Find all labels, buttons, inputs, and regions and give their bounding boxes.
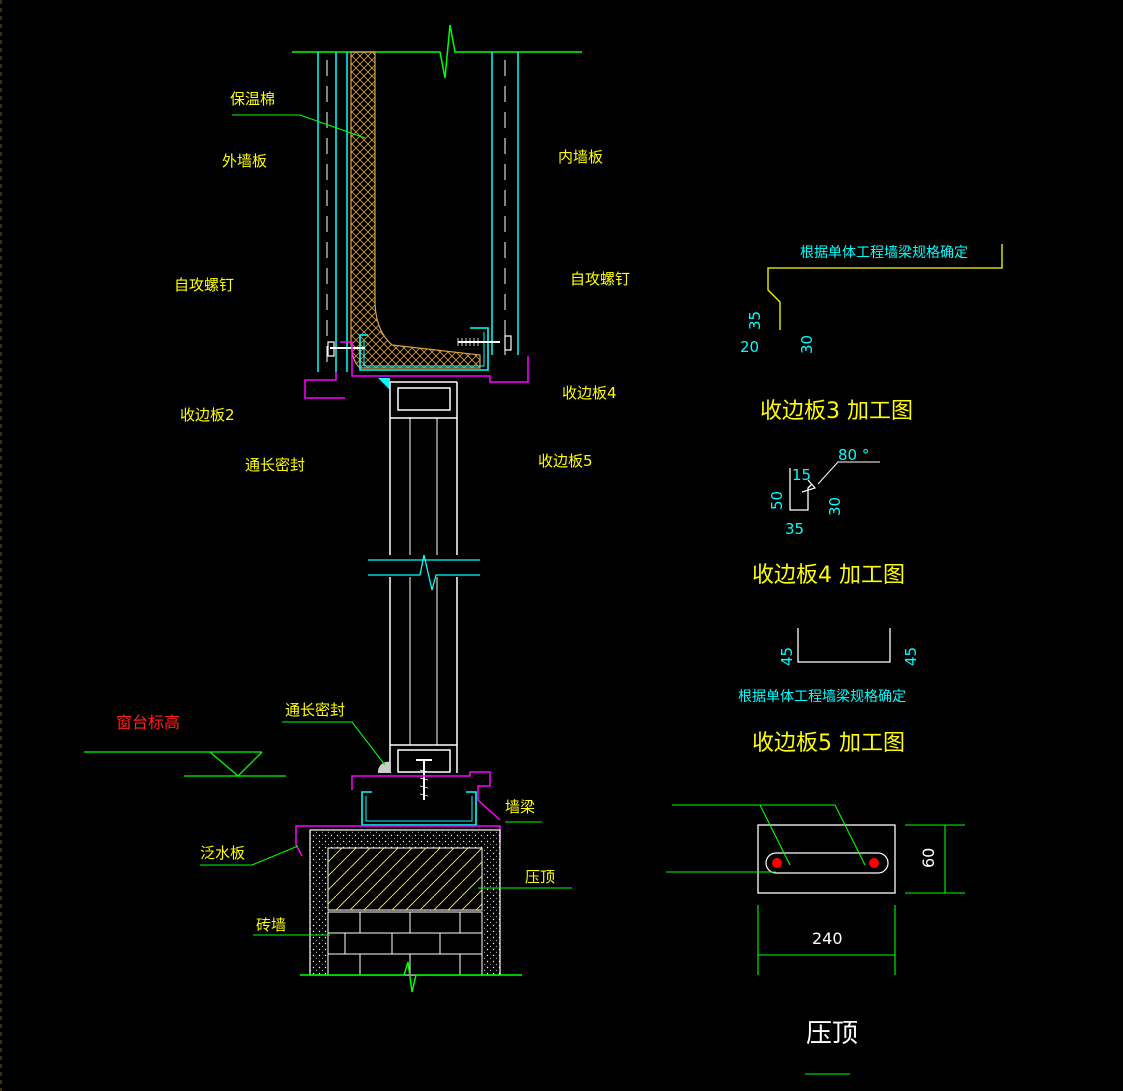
detail-trim3: 根据单体工程墙梁规格确定 35 20 30 收边板3 加工图 bbox=[740, 244, 1003, 424]
coping-title: 压顶 bbox=[806, 1019, 858, 1049]
trim4-title: 收边板4 加工图 bbox=[752, 563, 905, 588]
label-trim5: 收边板5 bbox=[538, 452, 593, 470]
trim3-dim-20: 20 bbox=[740, 338, 759, 356]
sill-screw bbox=[416, 759, 432, 800]
label-screw-right: 自攻螺钉 bbox=[570, 270, 630, 288]
label-trim2: 收边板2 bbox=[180, 406, 235, 424]
inner-wall-panel bbox=[491, 52, 519, 355]
self-tapping-screw-left bbox=[327, 341, 365, 357]
trim5-dim-right: 45 bbox=[902, 647, 920, 666]
label-brick-wall: 砖墙 bbox=[256, 916, 286, 934]
brick-wall bbox=[309, 829, 501, 976]
label-outer-panel: 外墙板 bbox=[222, 152, 267, 170]
label-insulation: 保温棉 bbox=[230, 90, 275, 108]
coping-dim-60: 60 bbox=[919, 848, 938, 868]
detail-trim5: 45 45 根据单体工程墙梁规格确定 收边板5 加工图 bbox=[738, 628, 920, 756]
label-seal-top: 通长密封 bbox=[245, 456, 305, 474]
detail-coping: 60 240 压顶 bbox=[666, 804, 965, 1075]
trim5-dim-left: 45 bbox=[778, 647, 796, 666]
label-inner-panel: 内墙板 bbox=[558, 148, 603, 166]
leader-lines bbox=[200, 114, 572, 936]
label-trim4: 收边板4 bbox=[562, 384, 617, 402]
trim4-dim-50: 50 bbox=[768, 491, 786, 510]
break-line-top bbox=[292, 24, 582, 79]
outer-wall-panel bbox=[317, 52, 348, 372]
trim4-dim-30: 30 bbox=[826, 497, 844, 516]
label-flashing: 泛水板 bbox=[200, 844, 245, 862]
trim-2 bbox=[304, 372, 345, 399]
seal-bottom bbox=[377, 761, 390, 773]
break-line-bottom bbox=[300, 961, 522, 993]
label-sill-elevation: 窗台标高 bbox=[116, 713, 180, 732]
trim4-dim-35: 35 bbox=[785, 520, 804, 538]
seal-top bbox=[378, 378, 390, 390]
wall-section: 保温棉 外墙板 内墙板 自攻螺钉 自攻螺钉 收边板2 收边板4 通长密封 收边板… bbox=[84, 24, 630, 993]
trim3-note: 根据单体工程墙梁规格确定 bbox=[800, 245, 968, 261]
self-tapping-screw-right bbox=[457, 335, 512, 351]
coping-bolt-left bbox=[772, 858, 782, 868]
trim-5 bbox=[351, 771, 501, 821]
coping-concrete bbox=[328, 848, 482, 910]
label-wall-beam: 墙梁 bbox=[505, 798, 535, 816]
trim3-dim-30: 30 bbox=[798, 335, 816, 354]
top-wall-beam bbox=[359, 327, 489, 371]
detail-trim4: 80 ° 15 50 30 35 收边板4 加工图 bbox=[752, 446, 905, 588]
label-screw-left: 自攻螺钉 bbox=[174, 276, 234, 294]
trim4-dim-15: 15 bbox=[792, 466, 811, 484]
label-seal-bottom: 通长密封 bbox=[285, 701, 345, 719]
window-frame bbox=[368, 381, 480, 773]
trim3-title: 收边板3 加工图 bbox=[760, 399, 913, 424]
insulation-wool bbox=[350, 51, 481, 369]
trim-4 bbox=[340, 341, 529, 383]
trim3-dim-35: 35 bbox=[746, 311, 764, 330]
label-coping: 压顶 bbox=[525, 868, 555, 886]
sill-wall-beam bbox=[361, 791, 477, 826]
sill-elevation-marker bbox=[84, 751, 286, 777]
trim5-note: 根据单体工程墙梁规格确定 bbox=[738, 689, 906, 705]
coping-dim-240: 240 bbox=[812, 929, 843, 948]
trim5-title: 收边板5 加工图 bbox=[752, 731, 905, 756]
coping-bolt-right bbox=[869, 858, 879, 868]
trim4-angle: 80 ° bbox=[838, 446, 869, 464]
